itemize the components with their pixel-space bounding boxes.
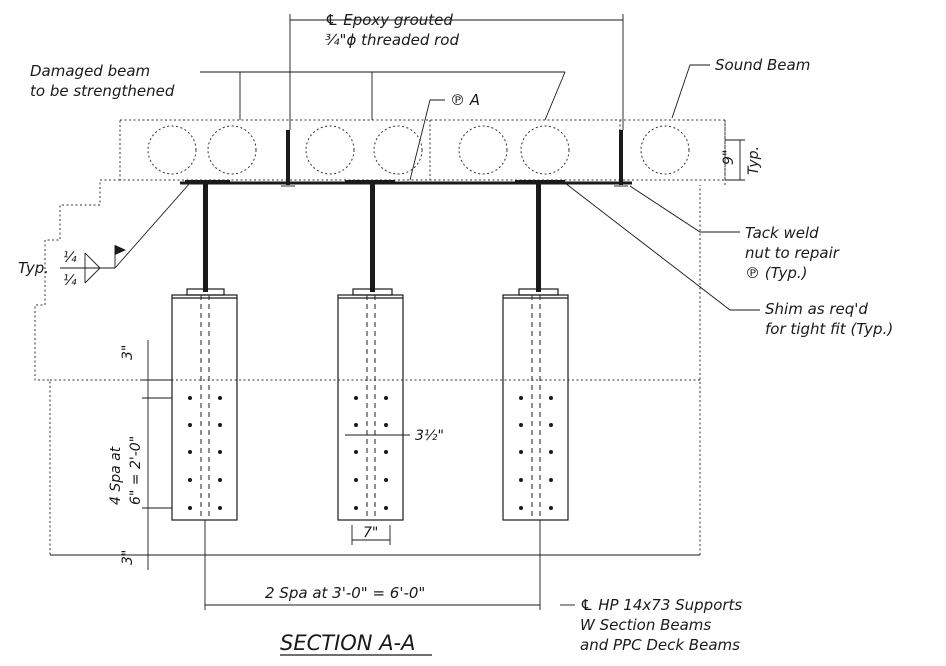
- stud-dot: [384, 423, 388, 427]
- stud-dot: [188, 423, 192, 427]
- dim-3-top: 3": [120, 345, 136, 360]
- shear-studs: [188, 396, 553, 510]
- stud-dot: [188, 396, 192, 400]
- typ-9b-label: Typ.: [746, 146, 762, 175]
- stud-dot: [519, 423, 523, 427]
- dim-3-bottom: 3": [120, 550, 136, 565]
- damaged-label-2: to be strengthened: [30, 82, 175, 100]
- hp-label-2: W Section Beams: [580, 616, 711, 634]
- dim-spa-2: 6" = 2'-0": [128, 436, 144, 505]
- sound-beam-label: Sound Beam: [715, 56, 810, 74]
- stud-dot: [218, 506, 222, 510]
- stud-dot: [384, 478, 388, 482]
- stud-dot: [549, 506, 553, 510]
- weld-top-label: ¼: [63, 250, 77, 266]
- stud-dot: [354, 396, 358, 400]
- dim-spa-1: 4 Spa at: [108, 446, 124, 505]
- section-title: SECTION A-A: [280, 631, 416, 655]
- epoxy-label-1: ℄ Epoxy grouted: [325, 11, 453, 29]
- tack-weld-label-2: nut to repair: [745, 244, 840, 262]
- stud-dot: [218, 478, 222, 482]
- stud-dot: [188, 478, 192, 482]
- tack-weld-label-3: ℗ (Typ.): [745, 264, 808, 282]
- leader-lines: [114, 64, 760, 606]
- stud-dot: [218, 396, 222, 400]
- stud-dot: [188, 450, 192, 454]
- plate-a-label: ℗ A: [450, 91, 480, 109]
- w-section-beams: [186, 184, 559, 296]
- stud-dot: [384, 450, 388, 454]
- stud-dot: [549, 396, 553, 400]
- stud-dot: [549, 450, 553, 454]
- weld-typ-label: Typ.: [18, 259, 49, 277]
- stud-dot: [519, 506, 523, 510]
- stud-dot: [218, 450, 222, 454]
- tack-weld-label-1: Tack weld: [745, 224, 819, 242]
- stud-dot: [549, 423, 553, 427]
- typ-9-label: 9": [721, 150, 737, 165]
- stud-dot: [354, 423, 358, 427]
- hp-label-1: ℄ HP 14x73 Supports: [580, 596, 742, 614]
- shim-left: [185, 180, 230, 184]
- shim-right: [515, 180, 565, 184]
- dim-3-half: 3½": [415, 428, 444, 444]
- shim-label-2: for tight fit (Typ.): [765, 320, 893, 338]
- stud-dot: [519, 478, 523, 482]
- hp-piles: [171, 294, 569, 521]
- weld-bottom-label: ¼: [63, 273, 77, 289]
- stud-dot: [384, 396, 388, 400]
- rod-left: [286, 130, 290, 185]
- stud-dot: [549, 478, 553, 482]
- shim-label-1: Shim as req'd: [765, 300, 868, 318]
- dim-7: 7": [363, 525, 378, 541]
- shim-mid: [345, 180, 395, 184]
- dim-2spa: 2 Spa at 3'-0" = 6'-0": [265, 584, 425, 602]
- stud-dot: [354, 506, 358, 510]
- stud-dot: [519, 450, 523, 454]
- stud-dot: [218, 423, 222, 427]
- stud-dot: [519, 396, 523, 400]
- dimension-lines: [50, 14, 745, 610]
- stud-dot: [354, 450, 358, 454]
- rod-right: [619, 130, 623, 185]
- epoxy-label-2: ¾"ϕ threaded rod: [325, 31, 459, 49]
- hp-label-3: and PPC Deck Beams: [580, 636, 740, 654]
- damaged-label-1: Damaged beam: [30, 62, 150, 80]
- weld-symbol: [60, 245, 126, 284]
- stud-dot: [188, 506, 192, 510]
- stud-dot: [384, 506, 388, 510]
- stud-dot: [354, 478, 358, 482]
